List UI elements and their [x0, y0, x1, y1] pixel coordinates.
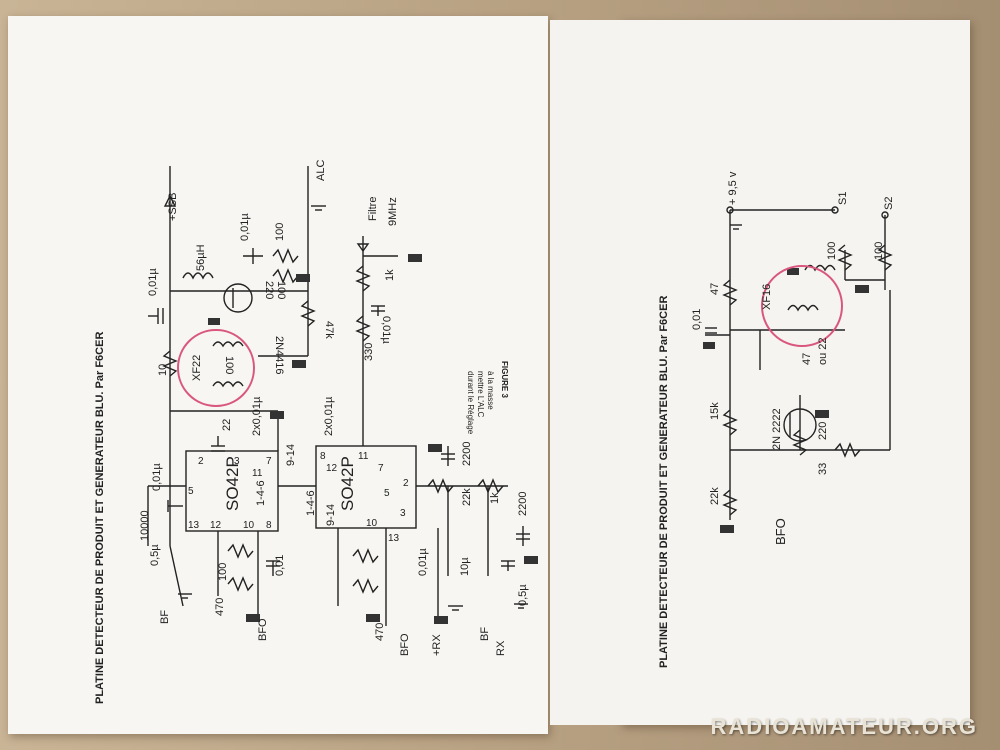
pin-7b: 7 — [378, 463, 384, 474]
pins-914-a: 9-14 — [285, 444, 297, 466]
ic2-label: SO42P — [338, 456, 357, 511]
capacitor-ou22-right: ou 22 — [817, 337, 829, 365]
xf22-highlight-circle — [177, 329, 255, 407]
ic1-pins-146: 1-4-6 — [255, 480, 267, 506]
resistor-22k-label: 22k — [461, 488, 473, 506]
capacitor-100-label: 100 — [275, 281, 287, 299]
capacitor-2x001a-label: 2x0,01µ — [251, 396, 263, 436]
label-bfo-b: BFO — [399, 633, 411, 656]
xf16-label: XF16 — [761, 284, 773, 310]
resistor-2200a-label: 2200 — [461, 442, 473, 466]
pins-914-b: 9-14 — [325, 504, 337, 526]
pin-5b: 5 — [384, 488, 390, 499]
inductor-56uh-label: 56µH — [195, 244, 207, 271]
schematic-labels-right: + 9,5 v S1 S2 100 100 XF16 47 0,01 47 ou… — [691, 171, 895, 545]
pin-2b: 2 — [403, 478, 409, 489]
capacitor-001f-label: 0,01µ — [417, 548, 429, 576]
resistor-33-right: 33 — [817, 463, 829, 475]
label-s1: S1 — [837, 192, 849, 205]
label-filtre: Filtre — [367, 197, 379, 221]
pin-13: 13 — [188, 520, 200, 531]
resistor-470a-label: 470 — [214, 598, 226, 616]
pin-10b: 10 — [366, 518, 378, 529]
figure-label: FIGURE 3 — [500, 361, 509, 398]
capacitor-05a-label: 0,5µ — [149, 544, 161, 566]
resistor-10-label: 10 — [157, 364, 169, 376]
watermark: RADIOAMATEUR.ORG — [710, 714, 978, 739]
capacitor-001b-label: 0,01µ — [239, 213, 251, 241]
label-9mhz: 9MHz — [387, 197, 399, 226]
resistor-100a-right: 100 — [826, 242, 838, 260]
resistor-100b-label: 100 — [223, 356, 235, 374]
resistor-47-right: 47 — [709, 283, 721, 295]
label-s2: S2 — [883, 197, 895, 210]
resistor-100b-right: 100 — [873, 242, 885, 260]
pin-7: 7 — [266, 456, 272, 467]
capacitor-001a-label: 0,01µ — [147, 268, 159, 296]
pin-3b: 3 — [400, 508, 406, 519]
resistor-330-label: 330 — [363, 343, 375, 361]
label-ssb: +SSB — [167, 193, 179, 221]
resistor-2200b-label: 2200 — [517, 492, 529, 516]
transistor-2n4416-label: 2N4416 — [273, 336, 285, 375]
note-line-1: durant le Réglage — [466, 371, 475, 435]
ic1-box — [185, 450, 279, 532]
label-vcc: + 9,5 v — [727, 171, 739, 205]
capacitor-001c-label: 0,01µ — [151, 463, 163, 491]
xf22-label: XF22 — [191, 355, 203, 381]
capacitor-05b-label: 0,5µ — [517, 584, 529, 606]
pin-8b: 8 — [320, 451, 326, 462]
label-bfo-a: BFO — [257, 618, 269, 641]
pin-11: 11 — [252, 468, 263, 479]
sheet-overlap — [550, 20, 620, 725]
resistor-470b-label: 470 — [374, 623, 386, 641]
capacitor-001d-label: 0,01 — [274, 555, 286, 576]
schematic-labels-left: +SSB ALC Filtre 9MHz SO42P SO42P 1-4-6 1… — [139, 160, 529, 656]
resistor-100c-label: 100 — [217, 563, 229, 581]
label-bf-rx: BF — [479, 627, 491, 641]
transistor-2n2222-label: 2N 2222 — [771, 408, 783, 450]
pin-11b: 11 — [358, 451, 369, 462]
pin-2: 2 — [198, 456, 204, 467]
ic1-label: SO42P — [223, 456, 242, 511]
resistor-100a-label: 100 — [274, 223, 286, 241]
pin-13b: 13 — [388, 533, 400, 544]
pin-3: 3 — [234, 456, 240, 467]
resistor-15k-right: 15k — [709, 402, 721, 420]
ic2-pins-146: 1-4-6 — [305, 490, 317, 516]
capacitor-22-label: 22 — [221, 419, 233, 431]
resistor-10000-label: 10000 — [139, 510, 151, 541]
pin-5: 5 — [188, 486, 194, 497]
resistor-220-right: 220 — [817, 422, 829, 440]
pin-12: 12 — [210, 520, 222, 531]
xf16-highlight-circle — [761, 265, 843, 347]
pin-12b: 12 — [326, 463, 338, 474]
resistor-1k-label: 1k — [384, 269, 396, 281]
capacitor-10u-label: 10µ — [459, 557, 471, 576]
resistor-47k-label: 47k — [323, 321, 335, 339]
resistor-1kb-label: 1k — [489, 492, 501, 504]
label-bf: BF — [159, 610, 171, 624]
note-line-3: à la masse — [486, 371, 495, 410]
schematic-sheet-right: PLATINE DETECTEUR DE PRODUIT ET GENERATE… — [550, 20, 970, 725]
schematic-sheet-left: PLATINE DETECTEUR DE PRODUIT ET GENERATE… — [8, 16, 548, 734]
capacitor-001e-label: 0,01µ — [380, 316, 392, 344]
label-plus-rx: +RX — [431, 634, 443, 656]
label-rx: RX — [495, 640, 507, 656]
resistor-220-label: 220 — [263, 281, 275, 299]
schematic-drawing-left: +SSB ALC Filtre 9MHz SO42P SO42P 1-4-6 1… — [139, 160, 538, 656]
capacitor-group — [148, 248, 530, 576]
capacitor-001-right: 0,01 — [691, 309, 703, 330]
capacitor-47-right: 47 — [801, 353, 813, 365]
capacitor-2x001b-label: 2x0,01µ — [323, 396, 335, 436]
ic2-box — [315, 445, 417, 529]
resistor-22k-right: 22k — [709, 487, 721, 505]
pin-10: 10 — [243, 520, 255, 531]
schematic-drawing-right: + 9,5 v S1 S2 100 100 XF16 47 0,01 47 ou… — [691, 171, 895, 545]
label-alc: ALC — [315, 160, 327, 181]
pin-8: 8 — [266, 520, 272, 531]
note-line-2: mettre L'ALC — [476, 371, 485, 418]
label-bfo-right: BFO — [773, 518, 788, 545]
